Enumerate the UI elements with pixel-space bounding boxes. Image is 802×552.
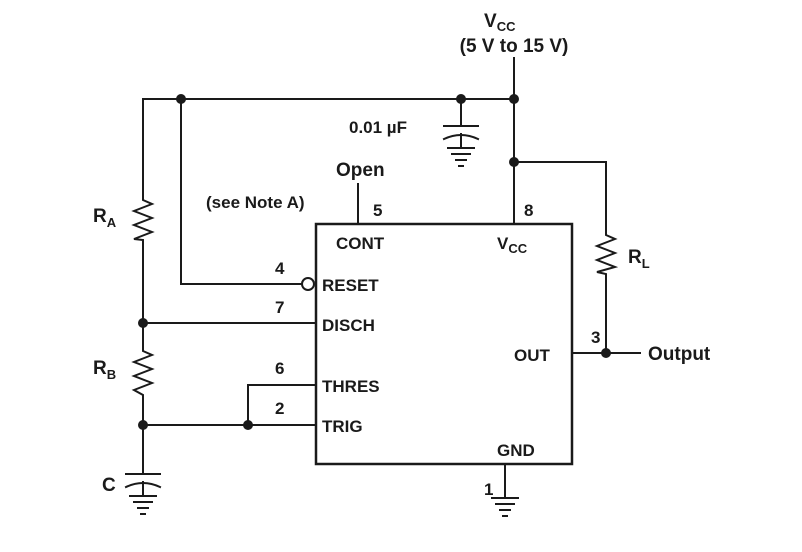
pin-number-8: 8 xyxy=(524,201,533,220)
timing-capacitor xyxy=(124,473,162,515)
junction-dot-disch xyxy=(138,318,148,328)
pin-name-disch: DISCH xyxy=(322,316,375,335)
junction-dot-rl xyxy=(509,157,519,167)
cont-note-label: (see Note A) xyxy=(206,193,305,212)
cont-open-label: Open xyxy=(336,160,385,181)
junction-dot-thres xyxy=(243,420,253,430)
rl-label: RL xyxy=(628,247,650,271)
pin-name-vcc: VCC xyxy=(497,234,528,256)
junction-dot-trig xyxy=(138,420,148,430)
timing-cap-label: C xyxy=(102,475,116,496)
pin-name-gnd: GND xyxy=(497,441,535,460)
bypass-capacitor xyxy=(442,125,480,167)
pin-number-4: 4 xyxy=(275,259,285,278)
pin-name-reset: RESET xyxy=(322,276,379,295)
rb-label: RB xyxy=(93,358,116,382)
pin-number-2: 2 xyxy=(275,399,284,418)
resistor-rl xyxy=(594,230,619,278)
pin-name-out: OUT xyxy=(514,346,551,365)
pin-name-thres: THRES xyxy=(322,377,380,396)
pin-number-6: 6 xyxy=(275,359,284,378)
vcc-supply-label: VCC xyxy=(484,11,516,34)
ic-body xyxy=(314,222,574,466)
junction-dot-vcc xyxy=(509,94,519,104)
pin-number-5: 5 xyxy=(373,201,382,220)
ground-symbol xyxy=(491,497,519,517)
pin-name-cont: CONT xyxy=(336,234,385,253)
pin-number-1: 1 xyxy=(484,480,493,499)
vcc-range-label: (5 V to 15 V) xyxy=(460,36,569,57)
ra-label: RA xyxy=(93,206,117,230)
reset-inversion-bubble xyxy=(301,277,315,291)
resistor-rb xyxy=(131,345,155,403)
pin-name-trig: TRIG xyxy=(322,417,363,436)
junction-dot-reset xyxy=(176,94,186,104)
pin-number-7: 7 xyxy=(275,298,284,317)
pin-number-3: 3 xyxy=(591,328,600,347)
junction-dot-bypass xyxy=(456,94,466,104)
output-label: Output xyxy=(648,344,711,365)
resistor-ra xyxy=(131,195,155,245)
bypass-cap-value: 0.01 µF xyxy=(349,118,407,137)
junction-dot-output xyxy=(601,348,611,358)
